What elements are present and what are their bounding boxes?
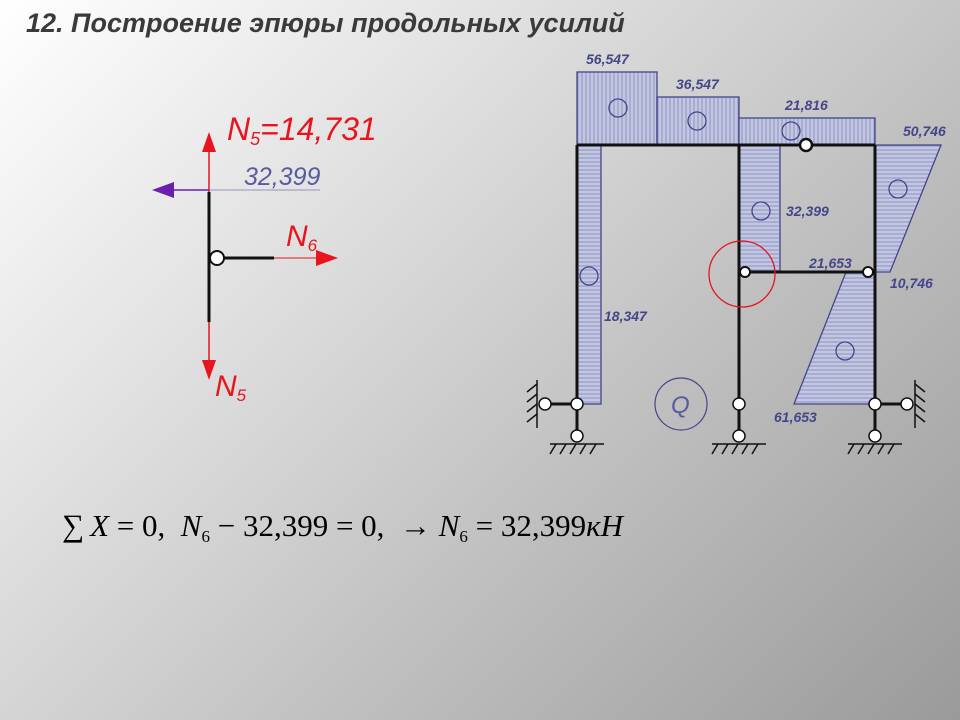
- hinge-mid-left: [739, 266, 751, 278]
- n5-down-arrow: [202, 322, 216, 380]
- support-left: [526, 380, 604, 455]
- horizontal-force-label: 32,399: [244, 163, 321, 191]
- n5-bottom-label: N5: [215, 370, 247, 405]
- epure-shapes: [576, 71, 942, 405]
- slide-title: 12. Построение эпюры продольных усилий: [26, 8, 625, 38]
- sign-markers: [579, 98, 908, 361]
- horizontal-force-arrow: [152, 182, 320, 198]
- support-right: [847, 380, 926, 455]
- node-highlight-circle: [708, 240, 776, 308]
- value-label: 61,653: [774, 409, 817, 425]
- frame-diagram: Q 56,547 36,547 21,816 50,746 32,399 21,…: [526, 51, 946, 455]
- epure-right-lower: [793, 271, 876, 405]
- value-label: 56,547: [586, 51, 630, 67]
- epure-left-top-block: [576, 71, 658, 146]
- value-label: 21,653: [808, 255, 852, 271]
- n6-arrow: [274, 250, 338, 266]
- equilibrium-equation: ∑X = 0, N6 − 32,399 = 0, → N6 = 32,399кН: [62, 508, 625, 546]
- hinge-top: [798, 137, 814, 153]
- node-hinge: [209, 250, 225, 266]
- n6-label: N6: [286, 220, 318, 255]
- value-label: 18,347: [604, 308, 648, 324]
- q-circle: [654, 377, 708, 431]
- n5-up-arrow: [202, 132, 216, 192]
- support-middle: [711, 397, 766, 455]
- frame-members: [575, 143, 877, 404]
- epure-right-upper: [874, 144, 942, 273]
- node-free-body-diagram: N5=14,731 32,399 N6 N5: [152, 111, 377, 405]
- n5-top-label: N5=14,731: [227, 111, 377, 149]
- hinge-mid-right: [862, 266, 874, 278]
- epure-middle-column: [738, 144, 781, 273]
- value-label: 21,816: [784, 97, 828, 113]
- value-label: 10,746: [890, 275, 933, 291]
- epure-mid-top-block: [656, 96, 740, 146]
- q-label: Q: [671, 392, 690, 419]
- equation-text: ∑X = 0, N6 − 32,399 = 0, → N6 = 32,399кН: [62, 508, 625, 546]
- value-label: 32,399: [786, 203, 829, 219]
- value-label: 36,547: [676, 76, 720, 92]
- value-label: 50,746: [903, 123, 946, 139]
